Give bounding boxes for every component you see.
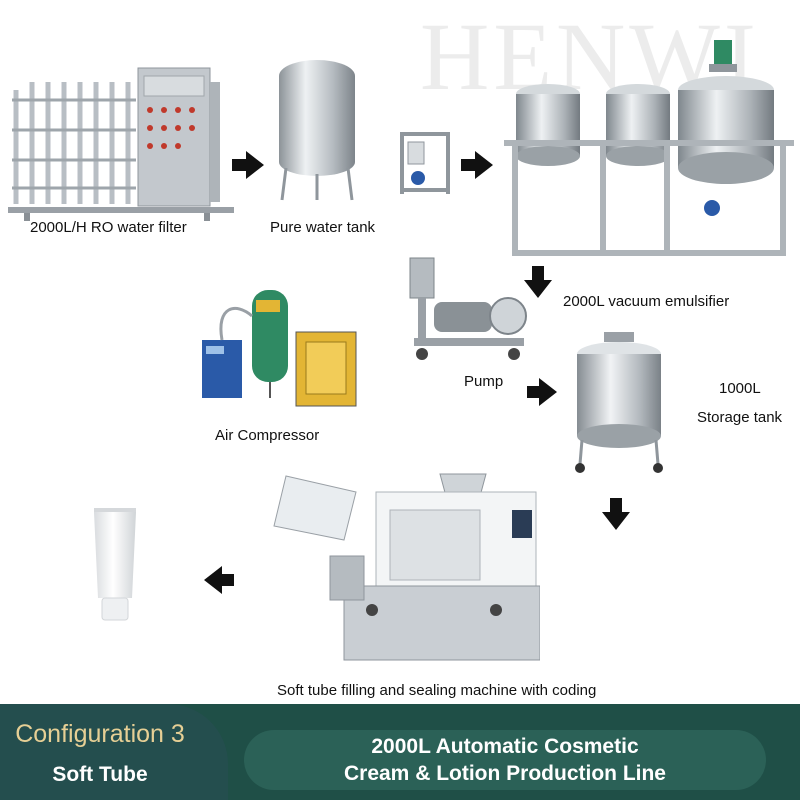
storage-tank-capacity-label: 1000L — [719, 380, 761, 397]
flow-arrow-right — [232, 151, 264, 179]
ro-water-filter-image — [8, 67, 234, 221]
flow-arrow-down — [602, 498, 630, 530]
pump-label: Pump — [464, 373, 504, 390]
pure-water-tank-image — [279, 60, 355, 201]
air-compressor-label: Air Compressor — [215, 427, 320, 444]
air-compressor-image — [202, 290, 357, 407]
tube-filling-machine-image — [273, 473, 540, 661]
flow-arrow-right — [461, 151, 493, 179]
production-line-title-line2: Cream & Lotion Production Line — [343, 762, 666, 785]
flow-arrow-left — [204, 566, 234, 594]
vacuum-emulsifier-label: 2000L vacuum emulsifier — [563, 293, 730, 310]
soft-tube-product-image — [94, 508, 136, 621]
configuration-title: Configuration 3 — [15, 720, 185, 748]
storage-tank-label: Storage tank — [697, 409, 783, 426]
flow-arrow-right — [527, 378, 557, 406]
pure-water-tank-label: Pure water tank — [270, 219, 376, 236]
configuration-subtitle: Soft Tube — [52, 763, 148, 786]
production-line-title-pill — [244, 730, 766, 790]
transfer-pump-skid-image — [400, 132, 450, 194]
storage-tank-image — [575, 332, 663, 473]
production-line-title-line1: 2000L Automatic Cosmetic — [371, 735, 639, 758]
vacuum-emulsifier-image — [504, 40, 794, 256]
ro-water-filter-label: 2000L/H RO water filter — [30, 219, 187, 236]
configuration-badge — [0, 704, 228, 800]
pump-image — [409, 257, 527, 360]
tube-filling-machine-label: Soft tube filling and sealing machine wi… — [277, 682, 597, 699]
flow-arrow-down — [524, 266, 552, 298]
